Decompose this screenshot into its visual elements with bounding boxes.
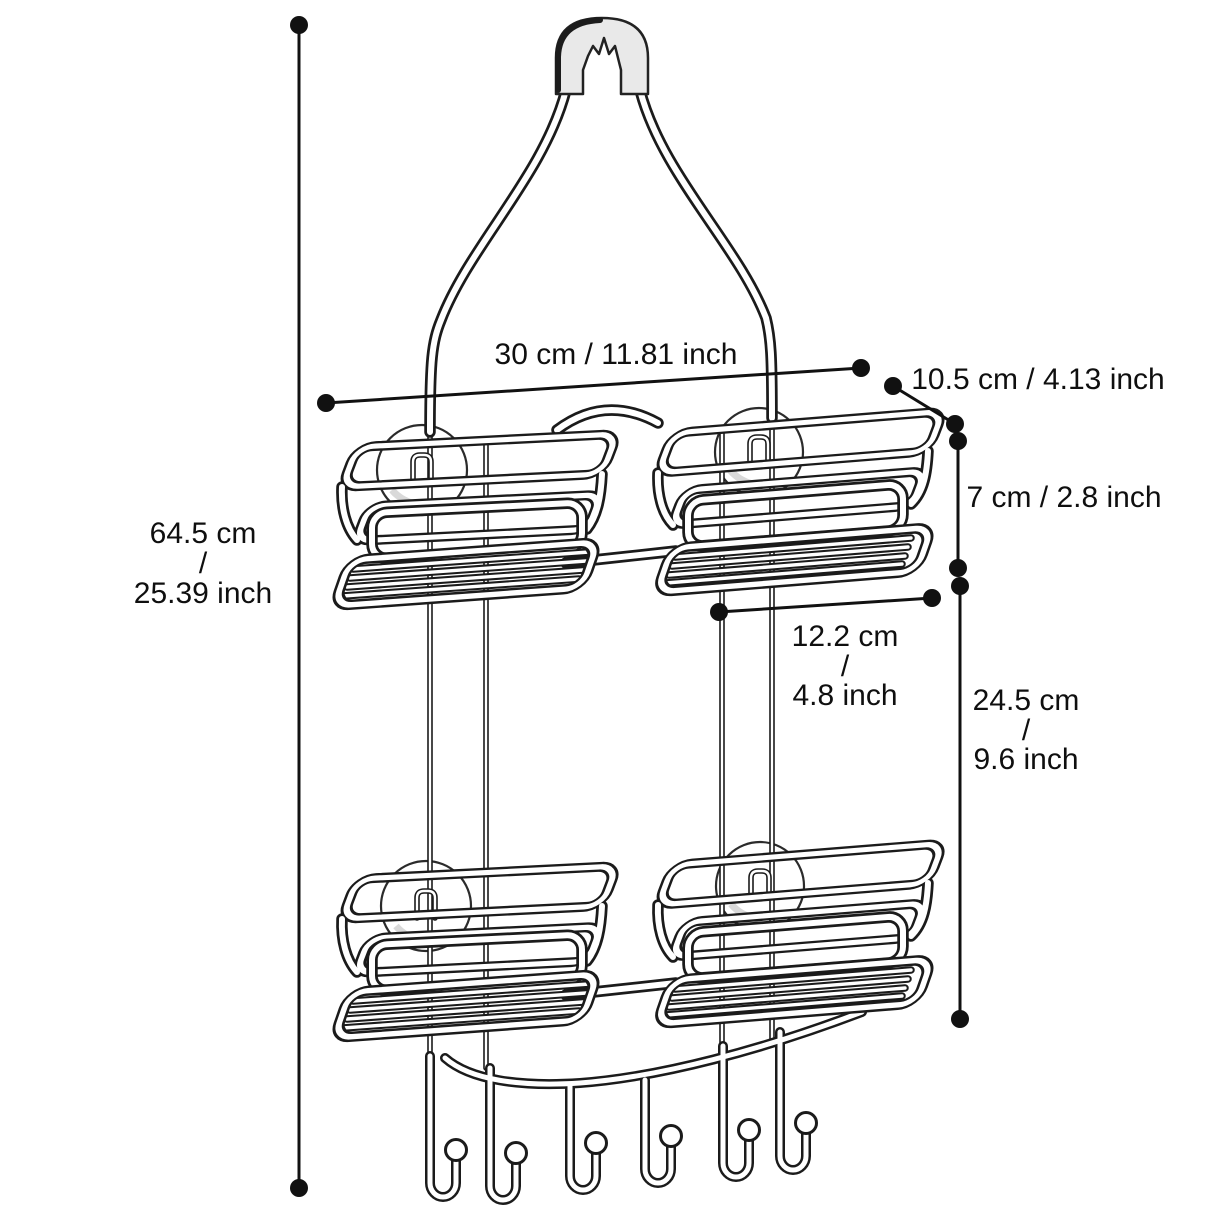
- shower-arm-hanger-hook: [554, 16, 650, 96]
- overall-width-label: 30 cm / 11.81 inch: [495, 338, 738, 371]
- hook-ball-tips: [444, 1111, 818, 1165]
- basket-height-label: 7 cm / 2.8 inch: [966, 481, 1161, 514]
- shelf-width-label-cm: 12.2 cm: [792, 620, 899, 653]
- hanger-shaded-edge: [555, 17, 603, 93]
- lower-section-height-label-sep: /: [1022, 714, 1031, 747]
- shelf-width-label-inch: 4.8 inch: [792, 679, 897, 712]
- dimension-basket-depth: 10.5 cm / 4.13 inch: [884, 363, 1165, 433]
- dimension-overall-width: 30 cm / 11.81 inch: [317, 338, 870, 412]
- lower-section-height-label-cm: 24.5 cm: [973, 684, 1080, 717]
- shelf-width-label-sep: /: [841, 650, 850, 683]
- basket-depth-label: 10.5 cm / 4.13 inch: [911, 363, 1164, 396]
- lower-section-height-label-inch: 9.6 inch: [973, 743, 1078, 776]
- dimension-overall-height: 64.5 cm / 25.39 inch: [134, 16, 308, 1197]
- overall-height-label-cm: 64.5 cm: [150, 517, 257, 550]
- overall-height-label-sep: /: [199, 547, 208, 580]
- dimension-shelf-width: 12.2 cm / 4.8 inch: [710, 589, 941, 712]
- overall-height-label-inch: 25.39 inch: [134, 577, 272, 610]
- dimension-lower-section-height: 24.5 cm / 9.6 inch: [951, 577, 1079, 1028]
- suction-cup-lower-left: [379, 859, 473, 953]
- dimension-basket-height: 7 cm / 2.8 inch: [949, 432, 1162, 577]
